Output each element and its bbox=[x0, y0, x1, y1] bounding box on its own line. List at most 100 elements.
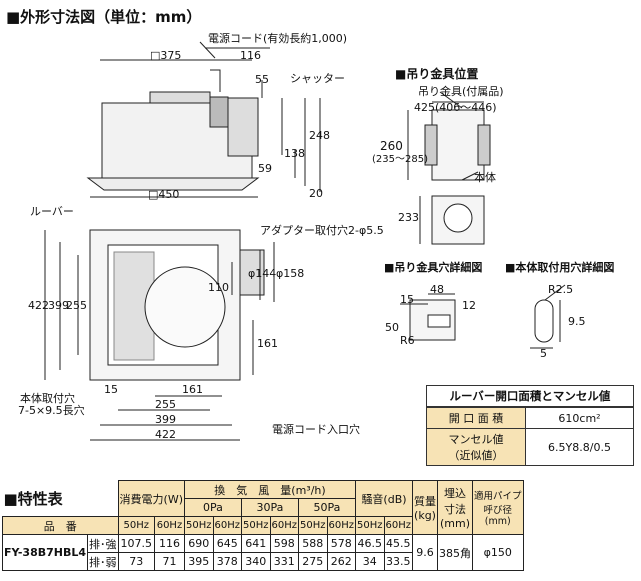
dim-255-horizontal: 255 bbox=[155, 398, 176, 411]
col-embed: 埋込寸法(mm) bbox=[437, 480, 473, 535]
dim-phi158: φ158 bbox=[276, 267, 305, 280]
side-view-terminal bbox=[209, 96, 229, 128]
louver-area-value: 610cm² bbox=[525, 407, 633, 429]
mode-strong: 排･強 bbox=[87, 534, 119, 553]
side-view-duct bbox=[227, 97, 259, 157]
hz-60: 60Hz bbox=[212, 516, 242, 535]
dim-399-horizontal: 399 bbox=[155, 413, 176, 426]
cell: 262 bbox=[326, 552, 356, 571]
cell: 275 bbox=[298, 552, 328, 571]
cell: 588 bbox=[298, 534, 328, 553]
dim-r6: R6 bbox=[400, 334, 415, 347]
callout-body: 本体 bbox=[474, 171, 496, 184]
col-power: 消費電力(W) bbox=[117, 480, 186, 517]
dim-5: 5 bbox=[540, 347, 547, 360]
hz-60: 60Hz bbox=[383, 516, 413, 535]
cell: 641 bbox=[241, 534, 271, 553]
dim-15-detail: 15 bbox=[400, 293, 414, 306]
dim-425: 425(406～446) bbox=[414, 101, 497, 114]
dim-161-vertical: 161 bbox=[257, 337, 278, 350]
cell: 33.5 bbox=[383, 552, 413, 571]
embed-value: 385角 bbox=[437, 534, 473, 571]
dim-450: □450 bbox=[148, 188, 180, 201]
col-embed-1: 埋込 bbox=[444, 487, 466, 500]
col-pipe: 適用パイプ呼び径(mm) bbox=[472, 480, 524, 535]
dim-399: 399 bbox=[48, 299, 69, 312]
cell: 116 bbox=[153, 534, 186, 553]
dim-422-horizontal: 422 bbox=[155, 428, 176, 441]
cell: 645 bbox=[212, 534, 242, 553]
side-view-motor bbox=[149, 91, 211, 104]
mass-value: 9.6 bbox=[412, 534, 438, 571]
front-view-fan bbox=[144, 266, 226, 348]
louver-info-box: ルーバー開口面積とマンセル値 開 口 面 積 610cm² マンセル値 （近似値… bbox=[426, 385, 634, 466]
col-pipe-3: (mm) bbox=[484, 516, 511, 527]
col-50pa: 50Pa bbox=[298, 498, 356, 517]
col-mass-unit: (kg) bbox=[414, 509, 436, 522]
table-row: 排･弱 73 71 395 378 340 331 275 262 34 33.… bbox=[3, 552, 524, 571]
dim-48: 48 bbox=[430, 283, 444, 296]
col-0pa: 0Pa bbox=[184, 498, 242, 517]
col-airflow: 換 気 風 量(m³/h) bbox=[184, 480, 356, 499]
louver-munsell-key: マンセル値 bbox=[448, 433, 504, 446]
louver-munsell-value: 6.5Y8.8/0.5 bbox=[525, 428, 633, 465]
cell: 46.5 bbox=[355, 534, 385, 553]
col-30pa: 30Pa bbox=[241, 498, 299, 517]
louver-munsell-label: マンセル値 （近似値） bbox=[427, 428, 526, 465]
callout-adapter-hole: アダプター取付穴2-φ5.5 bbox=[260, 224, 384, 237]
hanger-hole-slot bbox=[427, 314, 451, 328]
hanger-right bbox=[477, 124, 491, 166]
cell: 34 bbox=[355, 552, 385, 571]
hanger-left bbox=[424, 124, 438, 166]
dim-9-5: 9.5 bbox=[568, 315, 586, 328]
louver-area-label: 開 口 面 積 bbox=[427, 407, 526, 429]
body-hole-slot bbox=[534, 299, 554, 343]
dim-12: 12 bbox=[462, 299, 476, 312]
dim-20: 20 bbox=[309, 187, 323, 200]
pipe-value: φ150 bbox=[472, 534, 524, 571]
cell: 395 bbox=[184, 552, 214, 571]
dim-116: 116 bbox=[240, 49, 261, 62]
col-mass: 質量(kg) bbox=[412, 480, 438, 535]
hanger-body-top bbox=[431, 109, 485, 181]
dim-r25: R2.5 bbox=[548, 283, 574, 296]
cell: 340 bbox=[241, 552, 271, 571]
col-pipe-2: 呼び径 bbox=[483, 505, 513, 516]
callout-shutter: シャッター bbox=[290, 72, 345, 85]
col-mass-label: 質量 bbox=[414, 495, 436, 508]
callout-cord-inlet: 電源コード入口穴 bbox=[272, 423, 360, 436]
dim-375: □375 bbox=[150, 49, 182, 62]
hz-60: 60Hz bbox=[153, 516, 186, 535]
dim-50: 50 bbox=[385, 321, 399, 334]
spec-title: ■特性表 bbox=[3, 489, 63, 508]
body-hole-title: ■本体取付用穴詳細図 bbox=[505, 261, 615, 274]
outline-drawing bbox=[44, 41, 566, 441]
dim-138: 138 bbox=[284, 147, 305, 160]
dim-233: 233 bbox=[398, 211, 419, 224]
dim-422: 422 bbox=[28, 299, 49, 312]
col-pipe-1: 適用パイプ bbox=[474, 491, 522, 502]
dim-110: 110 bbox=[208, 281, 229, 294]
hz-50: 50Hz bbox=[241, 516, 271, 535]
cell: 690 bbox=[184, 534, 214, 553]
side-view-louver bbox=[86, 177, 260, 191]
spec-table: ■特性表 消費電力(W) 換 気 風 量(m³/h) 騒音(dB) 質量(kg)… bbox=[1, 480, 524, 571]
louver-munsell-key-note: （近似値） bbox=[448, 449, 504, 462]
callout-hanger-fitting: 吊り金具(付属品) bbox=[418, 85, 504, 98]
cell: 45.5 bbox=[383, 534, 413, 553]
dim-260: 260 bbox=[380, 139, 403, 153]
hz-50: 50Hz bbox=[298, 516, 328, 535]
callout-louver: ルーバー bbox=[30, 205, 74, 218]
hz-50: 50Hz bbox=[355, 516, 385, 535]
hz-50: 50Hz bbox=[184, 516, 214, 535]
hz-60: 60Hz bbox=[269, 516, 299, 535]
callout-body-mount: 本体取付穴 bbox=[20, 392, 75, 405]
cell: 71 bbox=[153, 552, 186, 571]
louver-info-title: ルーバー開口面積とマンセル値 bbox=[427, 386, 633, 407]
col-embed-3: (mm) bbox=[439, 517, 470, 530]
dim-55: 55 bbox=[255, 73, 269, 86]
cell: 73 bbox=[117, 552, 155, 571]
col-noise: 騒音(dB) bbox=[355, 480, 413, 517]
table-row: FY-38B7HBL4 排･強 107.5 116 690 645 641 59… bbox=[1, 534, 524, 571]
cell: 378 bbox=[212, 552, 242, 571]
